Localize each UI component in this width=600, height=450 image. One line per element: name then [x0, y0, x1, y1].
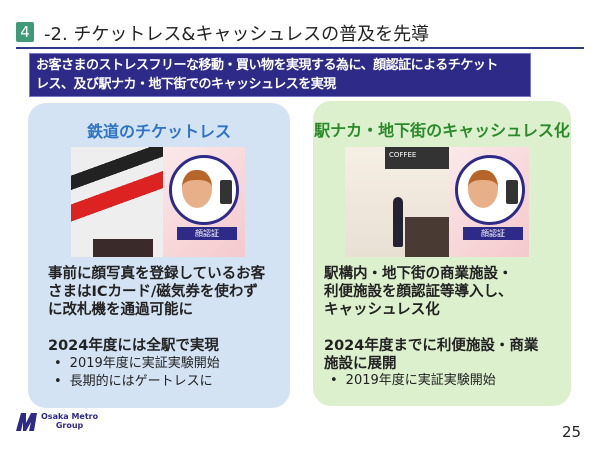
ticket-gate-icon: [93, 239, 153, 257]
logo-text: Group: [55, 421, 84, 430]
metro-m-icon: [16, 413, 37, 431]
face-recognition-label: 顔認証: [177, 227, 237, 240]
bullet-item: 長期的にはゲートレスに: [54, 373, 220, 391]
title-divider: [16, 47, 584, 49]
cafe-counter: [405, 217, 449, 257]
text-line: さまはICカード/磁気券を使わず: [48, 284, 258, 300]
page-title: -2. チケットレス&キャッシュレスの普及を先導: [44, 24, 430, 45]
face-icon: [468, 170, 498, 208]
text-line: 事前に顔写真を登録しているお客: [48, 266, 266, 282]
text-line: 駅構内・地下街の商業施設・: [324, 266, 513, 282]
text-line: 2024年度までに利便施設・商業: [324, 338, 539, 354]
station-scene: [71, 147, 163, 257]
text-line: 利便施設を顔認証等導入し、: [324, 284, 513, 300]
logo-text: Osaka Metro: [41, 412, 99, 421]
ticketless-goal: 2024年度には全駅で実現: [48, 338, 219, 354]
text-line: キャッシュレス化: [324, 302, 440, 318]
bullet-item: 2019年度に実証実験開始: [54, 355, 220, 373]
coffee-menu-board: COFFEE: [385, 147, 449, 169]
ticketless-bullets: 2019年度に実証実験開始 長期的にはゲートレスに: [54, 355, 220, 391]
face-icon: [182, 170, 212, 208]
osaka-metro-logo: Osaka Metro Group: [14, 408, 124, 438]
ticketless-title: 鉄道のチケットレス: [86, 122, 231, 141]
cashless-goal: 2024年度までに利便施設・商業 施設に展開: [324, 337, 538, 373]
face-recognition-icon: [169, 155, 239, 225]
section-number-badge: 4: [16, 22, 34, 42]
cashless-bullets: 2019年度に実証実験開始: [330, 372, 496, 390]
banner-line: お客さまのストレスフリーな移動・買い物を実現する為に、顔認証によるチケット: [36, 58, 498, 73]
cafe-face-recognition-image: COFFEE 顔認証: [345, 147, 529, 257]
cashless-description: 駅構内・地下街の商業施設・ 利便施設を顔認証等導入し、 キャッシュレス化: [324, 265, 513, 319]
ticket-gate-face-recognition-image: 顔認証: [71, 147, 245, 257]
face-recognition-label: 顔認証: [463, 227, 523, 240]
text-line: 施設に展開: [324, 356, 397, 372]
ticketless-description: 事前に顔写真を登録しているお客 さまはICカード/磁気券を使わず に改札機を通過…: [48, 265, 265, 319]
page-number: 25: [562, 423, 582, 441]
banner-line: レス、及び駅ナカ・地下街でのキャッシュレスを実現: [36, 77, 336, 92]
shopper-icon: [393, 197, 403, 247]
camera-device-icon: [220, 180, 232, 204]
camera-device-icon: [506, 180, 518, 204]
text-line: に改札機を通過可能に: [48, 302, 193, 318]
face-recognition-icon: [455, 155, 525, 225]
summary-banner: お客さまのストレスフリーな移動・買い物を実現する為に、顔認証によるチケット レス…: [29, 53, 531, 97]
cashless-title: 駅ナカ・地下街のキャッシュレス化: [314, 121, 570, 140]
bullet-item: 2019年度に実証実験開始: [330, 372, 496, 390]
